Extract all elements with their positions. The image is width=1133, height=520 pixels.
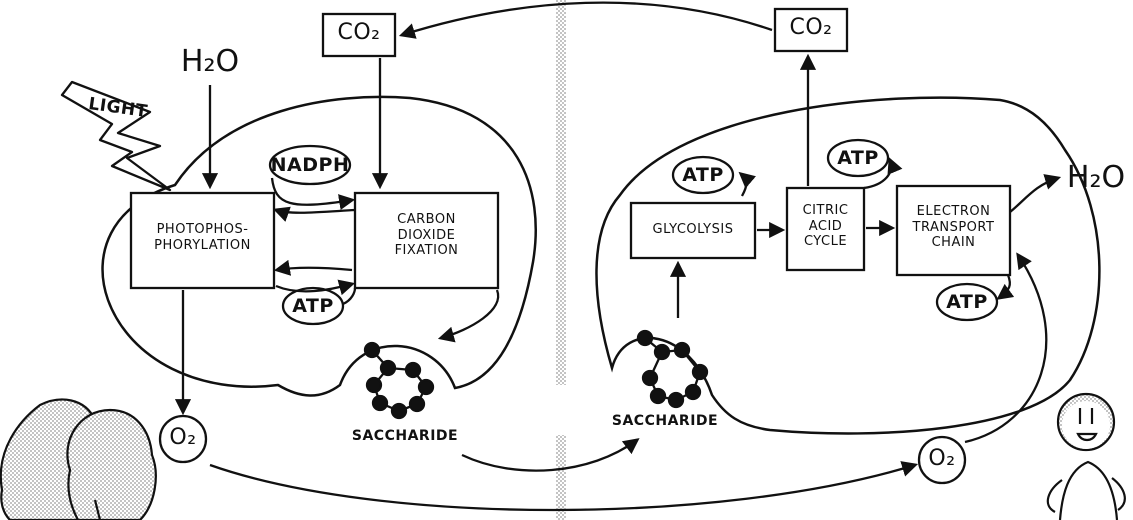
electron-transport-chain-label: ELECTRON TRANSPORT CHAIN	[912, 204, 995, 251]
atp-oval-electron	[935, 282, 999, 322]
saccharide-molecule-icon	[363, 341, 435, 420]
plant-cell-outline	[101, 95, 537, 397]
electron-transport-chain-box	[895, 184, 1012, 277]
nadph-label: NADPH	[270, 154, 350, 176]
citric-acid-cycle-box	[785, 186, 866, 272]
glycolysis-label: GLYCOLYSIS	[652, 222, 734, 237]
o2-circle-left	[158, 414, 208, 464]
saccharide-molecule-icon	[636, 329, 709, 409]
water-label-right: H₂O	[1066, 160, 1126, 195]
carbon-fixation-box	[353, 191, 500, 290]
photophosphorylation-box	[129, 191, 276, 290]
atp-label-electron: ATP	[946, 291, 988, 313]
atp-label-citric: ATP	[837, 147, 879, 169]
co2-box-left	[321, 12, 397, 58]
animal-cell-outline	[595, 96, 1101, 435]
o2-label-left: O₂	[169, 425, 197, 450]
co2-label-right: CO₂	[789, 15, 833, 40]
citric-acid-cycle-label: CITRIC ACID CYCLE	[802, 203, 849, 250]
saccharide-label-right: SACCHARIDE	[611, 413, 719, 429]
saccharide-label-left: SACCHARIDE	[351, 428, 459, 444]
water-label-left: H₂O	[180, 44, 240, 79]
glycolysis-box	[629, 201, 757, 260]
atp-oval-glycolysis	[671, 155, 735, 195]
carbon-fixation-label: CARBON DIOXIDE FIXATION	[394, 212, 459, 259]
nadph-oval	[268, 144, 352, 186]
person-icon	[1046, 392, 1126, 520]
atp-label-left: ATP	[292, 295, 334, 317]
respiration-arrows	[669, 53, 1062, 444]
tree-icon	[0, 398, 157, 520]
co2-label-left: CO₂	[337, 20, 381, 45]
atp-oval-left	[281, 286, 345, 326]
lightning-bolt-icon	[60, 80, 172, 192]
o2-label-right: O₂	[928, 446, 956, 471]
co2-box-right	[773, 7, 849, 53]
photosynthesis-arrows	[174, 1, 919, 512]
atp-label-glycolysis: ATP	[682, 164, 724, 186]
o2-circle-right	[917, 435, 967, 485]
photophosphorylation-label: PHOTOPHOS- PHORYLATION	[154, 222, 251, 253]
center-divider	[550, 0, 572, 520]
